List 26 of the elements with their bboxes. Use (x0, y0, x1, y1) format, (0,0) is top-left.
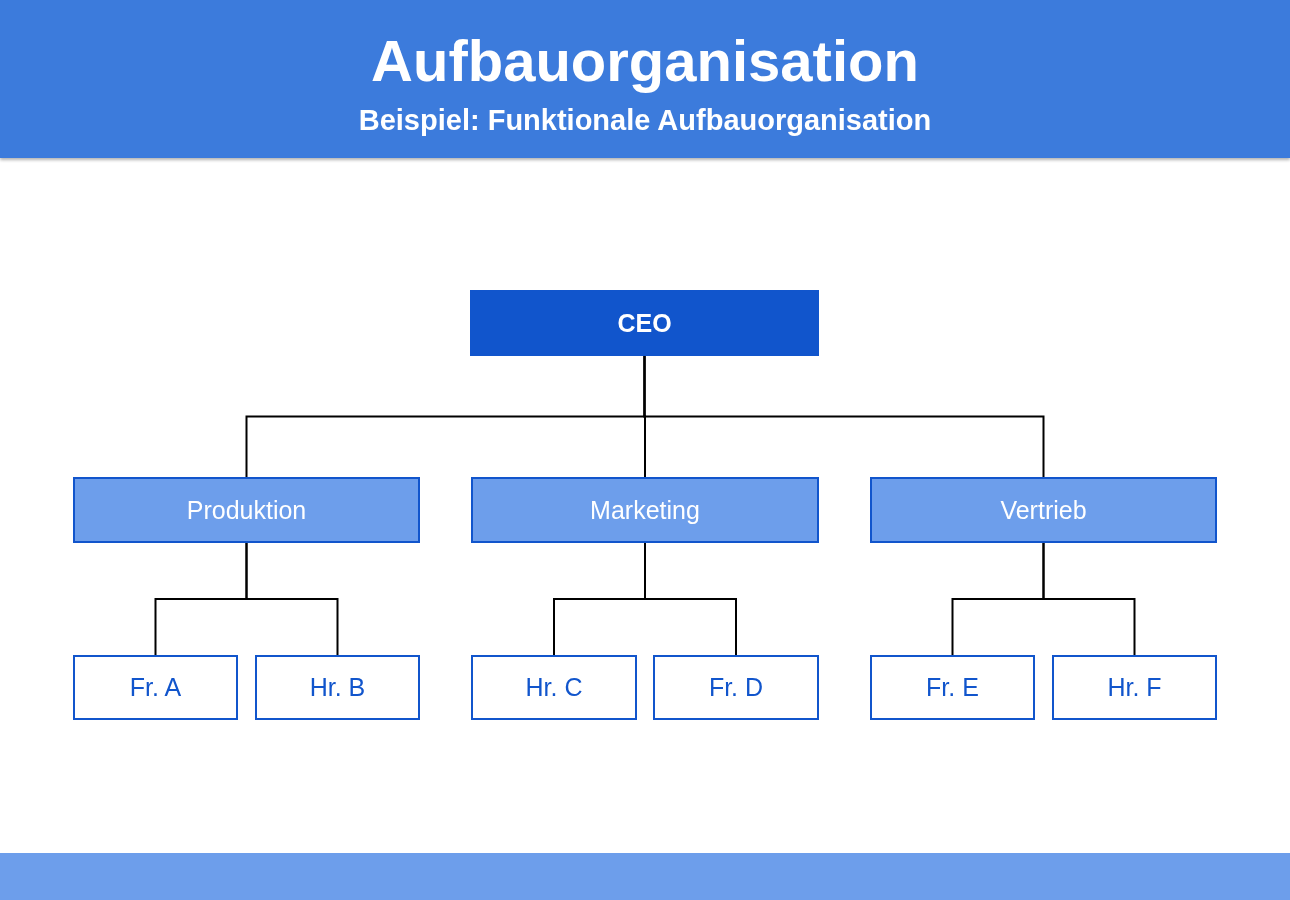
connector-line (644, 542, 737, 656)
position-label: Fr. D (708, 673, 764, 702)
position-label: Marketing (590, 495, 700, 525)
position-label: Fr. A (129, 673, 182, 702)
position-label: Fr. E (926, 673, 979, 702)
connector-line (245, 542, 339, 656)
department-box (870, 477, 1217, 543)
position-label: CEO (617, 308, 672, 338)
position-label: Hr. B (309, 673, 366, 702)
employee-box (73, 655, 238, 720)
employee-box (1052, 655, 1217, 720)
employee-box (870, 655, 1035, 720)
employee-box (471, 655, 637, 720)
connector-line (1042, 542, 1136, 656)
title: Aufbauorganisation (370, 27, 920, 95)
employee-box (653, 655, 819, 720)
position-label: Produktion (186, 495, 307, 525)
top-position-box (470, 290, 819, 356)
employee-box (255, 655, 420, 720)
subtitle: Beispiel: Funktionale Aufbauorganisation (357, 103, 933, 138)
position-label: Hr. C (525, 673, 583, 702)
connector-line (643, 355, 1045, 478)
department-box (73, 477, 420, 543)
position-label: Hr. F (1107, 673, 1162, 702)
position-label: Vertrieb (1000, 495, 1087, 525)
department-box (471, 477, 819, 543)
